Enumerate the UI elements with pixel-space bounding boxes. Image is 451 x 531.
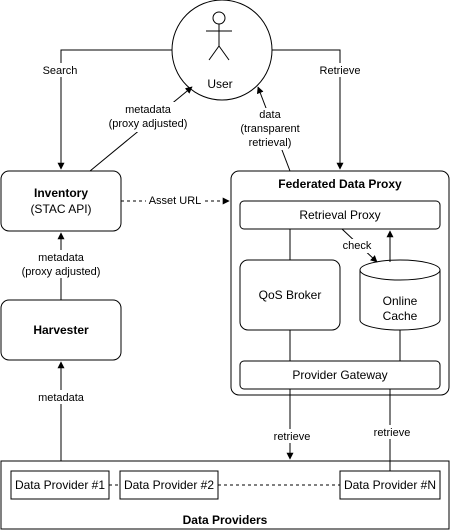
edge-asset-url: Asset URL bbox=[121, 194, 230, 208]
data-provider-1-label: Data Provider #1 bbox=[15, 478, 105, 492]
data-provider-n-label: Data Provider #N bbox=[344, 478, 436, 492]
qos-broker-node: QoS Broker bbox=[239, 259, 341, 331]
edge-search: Search bbox=[38, 49, 172, 170]
edge-harvester-to-inventory-label-1: metadata bbox=[38, 252, 85, 264]
edge-gateway-to-providers: retrieve bbox=[270, 389, 314, 460]
edge-check-label: check bbox=[343, 240, 372, 252]
data-providers-node: Data Providers Data Provider #1 Data Pro… bbox=[0, 460, 450, 530]
edge-gateway-to-providers-label: retrieve bbox=[274, 431, 311, 443]
online-cache-label-line1: Online bbox=[383, 294, 418, 308]
edge-harvester-to-inventory: metadata (proxy adjusted) bbox=[18, 232, 104, 300]
online-cache-node: Online Cache bbox=[359, 259, 441, 331]
edge-data-to-user-label-1: data bbox=[259, 109, 281, 121]
data-provider-2-node: Data Provider #2 bbox=[119, 470, 219, 500]
edge-harvester-to-inventory-label-2: (proxy adjusted) bbox=[22, 266, 101, 278]
online-cache-label-line2: Cache bbox=[383, 309, 418, 323]
qos-broker-label: QoS Broker bbox=[259, 288, 322, 302]
edge-data-to-user-label-3: retrieval) bbox=[249, 137, 292, 149]
retrieval-proxy-node: Retrieval Proxy bbox=[239, 200, 441, 230]
edge-data-to-user: data (transparent retrieval) bbox=[238, 86, 300, 172]
provider-gateway-label: Provider Gateway bbox=[292, 368, 387, 382]
data-provider-2-label: Data Provider #2 bbox=[124, 478, 214, 492]
user-label: User bbox=[207, 77, 232, 91]
edge-asset-url-label: Asset URL bbox=[149, 195, 202, 207]
edge-search-label: Search bbox=[43, 65, 78, 77]
edge-retrieve-top-label: Retrieve bbox=[320, 65, 361, 77]
user-node: User bbox=[171, 0, 273, 101]
edge-providers-to-harvester: metadata bbox=[38, 361, 85, 461]
edge-data-to-user-label-2: (transparent bbox=[240, 123, 299, 135]
provider-gateway-node: Provider Gateway bbox=[239, 360, 441, 390]
harvester-node: Harvester bbox=[0, 299, 122, 361]
edge-metadata-to-user-label-1: metadata bbox=[125, 104, 172, 116]
harvester-title: Harvester bbox=[33, 323, 89, 337]
edge-providers-to-harvester-label: metadata bbox=[38, 392, 85, 404]
data-provider-n-node: Data Provider #N bbox=[339, 470, 441, 500]
data-providers-title: Data Providers bbox=[183, 513, 268, 527]
data-provider-1-node: Data Provider #1 bbox=[10, 470, 110, 500]
federated-data-proxy-node: Federated Data Proxy Retrieval Proxy QoS… bbox=[230, 170, 450, 396]
federated-data-proxy-title: Federated Data Proxy bbox=[278, 177, 402, 191]
edge-gateway-to-provider-n: retrieve bbox=[370, 389, 414, 471]
inventory-node: Inventory (STAC API) bbox=[0, 170, 122, 232]
edge-gateway-to-provider-n-label: retrieve bbox=[374, 427, 411, 439]
edge-metadata-to-user: metadata (proxy adjusted) bbox=[89, 86, 193, 172]
inventory-subtitle: (STAC API) bbox=[30, 202, 91, 216]
edge-metadata-to-user-label-2: (proxy adjusted) bbox=[109, 118, 188, 130]
inventory-title: Inventory bbox=[34, 186, 88, 200]
user-stick-figure-icon bbox=[206, 11, 232, 61]
edge-retrieve-top: Retrieve bbox=[272, 49, 364, 170]
edge-check: check bbox=[340, 228, 378, 263]
retrieval-proxy-label: Retrieval Proxy bbox=[299, 208, 380, 222]
